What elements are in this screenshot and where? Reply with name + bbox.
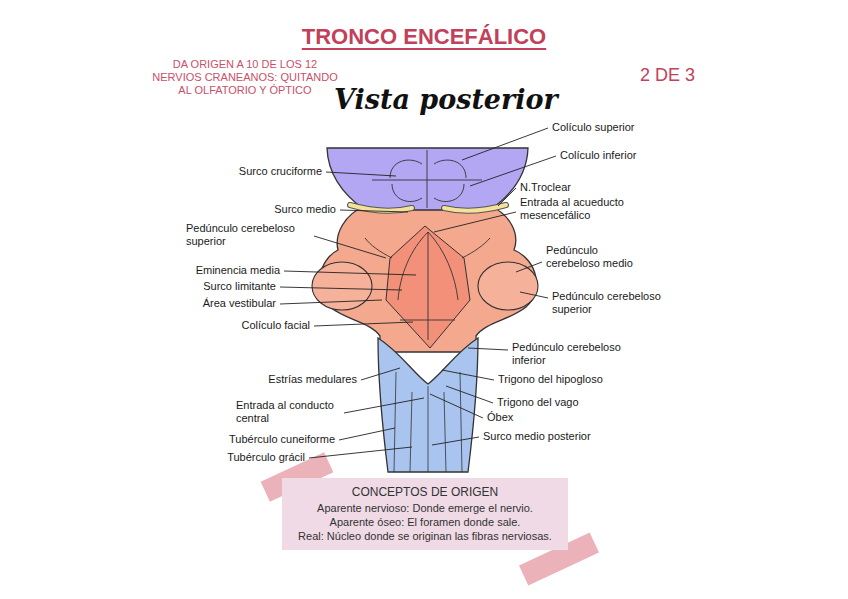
part-label: N.Troclear [520,181,571,194]
part-label: Pedúnculo cerebeloso superior [552,290,674,316]
part-label: Colículo inferior [560,149,636,162]
part-label: Pedúnculo cerebeloso superior [186,222,310,248]
part-label: Pedúnculo cerebeloso inferior [512,341,652,367]
part-label: Surco medio posterior [483,430,591,443]
box-heading: CONCEPTOS DE ORIGEN [290,485,560,499]
midbrain [327,148,528,210]
colliculi [390,160,466,201]
trochlear-nerve [350,205,506,211]
page-number: 2 DE 3 [640,64,695,86]
part-label: Tubérculo cuneiforme [229,433,335,446]
sulci [365,232,490,340]
part-label: Tubérculo grácil [227,451,305,464]
cerebellar-peduncle [478,262,538,310]
trochlear-nerve [350,205,506,211]
part-label: Entrada al conducto central [236,399,340,425]
part-label: Trigono del vago [497,396,579,409]
part-label: Eminencia media [196,264,280,277]
part-label: Estrías medulares [268,373,357,386]
page-title: TRONCO ENCEFÁLICO [0,24,848,50]
box-line: Aparente nervioso: Donde emerge el nervi… [290,501,560,515]
medulla [378,338,478,472]
part-label: Entrada al acueducto mesencefálico [520,196,642,222]
view-heading: Vista posterior [334,84,558,116]
part-label: Surco limitante [203,280,276,293]
part-label: Colículo facial [242,319,310,332]
note: DA ORIGEN A 10 DE LOS 12 NERVIOS CRANEAN… [150,58,340,97]
part-label: Área vestibular [203,297,276,310]
box-line: Real: Núcleo donde se originan las fibra… [290,529,560,543]
part-label: Surco medio [274,203,336,216]
part-label: Óbex [487,411,513,424]
part-label: Trigono del hipogloso [498,373,603,386]
tubercles [394,372,462,472]
part-label: Pedúnculo cerebeloso medio [546,244,650,270]
part-label: Colículo superior [552,121,635,134]
part-label: Surco cruciforme [239,165,322,178]
concept-box: CONCEPTOS DE ORIGEN Aparente nervioso: Do… [282,478,568,550]
box-line: Aparente óseo: El foramen donde sale. [290,515,560,529]
